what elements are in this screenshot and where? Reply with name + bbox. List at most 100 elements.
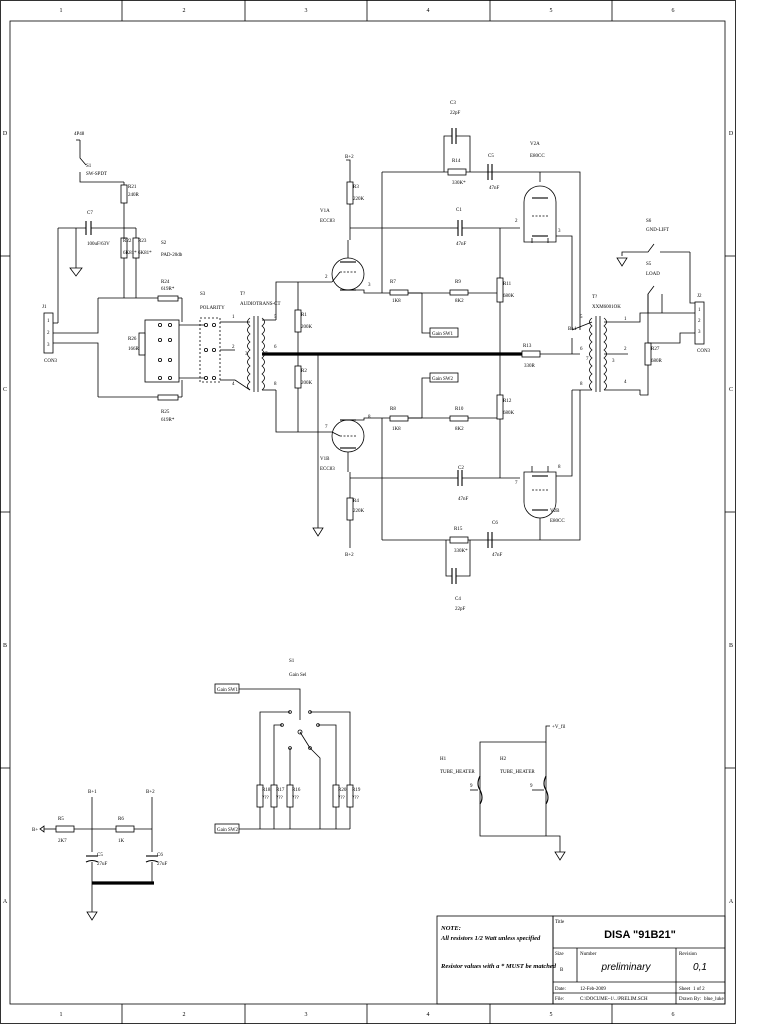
s2-value: PAD-20db — [161, 253, 183, 258]
c7-ref: C7 — [87, 211, 93, 216]
j1-pin-2: 2 — [47, 331, 50, 336]
c6-value: 47nF — [492, 553, 503, 558]
r24-ref: R24 — [161, 280, 170, 285]
c3-value: 22pF — [450, 111, 461, 116]
tb-date-label: Date: — [555, 987, 566, 992]
r2-ref: R2 — [301, 369, 307, 374]
s5-ref: S5 — [646, 262, 652, 267]
r8-body — [389, 415, 409, 422]
r1-ref: R1 — [301, 313, 307, 318]
t2-pin-5: 5 — [580, 315, 583, 320]
r16-ref: R16 — [292, 788, 301, 793]
r17-ref: R17 — [276, 788, 285, 793]
v1a-ref: V1A — [320, 209, 330, 214]
zone-right-D: D — [729, 131, 734, 137]
r13-value: 330R — [524, 364, 536, 369]
c5b-ref: C5 — [97, 853, 103, 858]
tb-drawn: blue_luke — [704, 997, 724, 1002]
j2-pin-3: 3 — [698, 330, 701, 335]
t1-pin-4: 4 — [232, 382, 235, 387]
r12-value: 680K — [503, 411, 515, 416]
v2b-pin-8: 8 — [558, 465, 561, 470]
p48-label: 4P48 — [74, 132, 85, 137]
r9-value: 8K2 — [455, 299, 464, 304]
r26-ref: R26 — [128, 337, 137, 342]
r26-value: 166R — [128, 347, 140, 352]
input-section: 4P48 S1 SW-SPDT R21 240R C7 100uF/63V R2… — [42, 132, 235, 423]
r26-body — [138, 332, 146, 356]
v2b-pin-7: 7 — [515, 481, 518, 486]
t1-ref: T? — [240, 292, 246, 297]
bplus2-top-label: B+2 — [345, 155, 354, 160]
j2-connector — [694, 301, 705, 345]
j2-value: CON3 — [697, 349, 711, 354]
h2-value: TUBE_HEATER — [500, 770, 535, 775]
r8-value: 1K8 — [392, 427, 401, 432]
tube-v1b: 7 8 V1B ECC83 R4 220K B+2 C2 47nF — [320, 415, 520, 558]
r6-body — [115, 825, 135, 833]
tb-title-label: Title — [555, 920, 565, 925]
r24-body — [157, 295, 179, 302]
v2a-pin-3: 3 — [558, 229, 561, 234]
t1-pin-5: 5 — [274, 315, 277, 320]
r22-ref: R22 — [123, 239, 132, 244]
c6-ref: C6 — [492, 521, 498, 526]
r17-value: ??? — [276, 796, 283, 801]
h1-pin-9: 9 — [470, 784, 473, 789]
t1-pin-1: 1 — [232, 315, 235, 320]
v2b-value: E80CC — [550, 519, 565, 524]
c2-value: 47nF — [458, 497, 469, 502]
gain-selector: S1 Gain Sel Gain SW1 Gain SW2 R18 ??? R1… — [214, 659, 361, 834]
r2-value: 200K — [301, 381, 313, 386]
j1-ref: J1 — [42, 305, 47, 310]
note-heading: NOTE: — [440, 925, 461, 932]
tb-file-label: File: — [555, 997, 564, 1002]
j1-pin-1: 1 — [47, 319, 50, 324]
note-line-2: Resistor values with a * MUST be matched — [440, 963, 557, 970]
r15-value: 330K* — [454, 549, 468, 554]
v1b-pin-7: 7 — [325, 425, 328, 430]
r15-ref: R15 — [454, 527, 463, 532]
v2b-ref: V2B — [550, 509, 560, 514]
r16-value: ??? — [292, 796, 299, 801]
zone-bottom-2: 2 — [183, 1012, 186, 1018]
r9-ref: R9 — [455, 280, 461, 285]
r11-ref: R11 — [503, 282, 512, 287]
v2a-ref: V2A — [530, 142, 540, 147]
r6-value: 1K — [118, 839, 125, 844]
t2-pin-1: 1 — [624, 317, 627, 322]
tb-drawn-label: Drawn By: — [679, 997, 701, 1002]
v1b-value: ECC83 — [320, 467, 335, 472]
h2-ref: H2 — [500, 757, 507, 762]
s3-value: POLARITY — [200, 306, 225, 311]
zone-left-A: A — [3, 899, 8, 905]
r5-ref: R5 — [58, 817, 64, 822]
bplus2-bot-label: B+2 — [345, 553, 354, 558]
r25-body — [157, 394, 179, 401]
c6b-value: 27uF — [157, 862, 168, 867]
h2-pin-9: 9 — [530, 784, 533, 789]
c7-value: 100uF/63V — [87, 242, 110, 247]
r6-ref: R6 — [118, 817, 124, 822]
s6-ref: S6 — [646, 219, 652, 224]
c3-ref: C3 — [450, 101, 456, 106]
j1-pin-3: 3 — [47, 343, 50, 348]
r7-value: 1K8 — [392, 299, 401, 304]
j2-pin-2: 2 — [698, 319, 701, 324]
tube-v1a: V1A ECC83 2 3 B+2 R3 220K C1 47nF — [320, 155, 520, 294]
r4-value: 220K — [353, 509, 365, 514]
r21-value: 240R — [128, 193, 140, 198]
r4-ref: R4 — [353, 499, 359, 504]
s2-ref: S2 — [161, 241, 167, 246]
gain-sw2-s1-label: Gain SW2 — [217, 828, 238, 833]
v2a-value: E80CC — [530, 154, 545, 159]
s6-value: GND-LIFT — [646, 228, 669, 233]
h1-value: TUBE_HEATER — [440, 770, 475, 775]
r5-body — [55, 825, 75, 833]
t1-pin-3: 3 — [245, 352, 248, 357]
t2-pin-6: 6 — [580, 347, 583, 352]
j2-ref: J2 — [697, 294, 702, 299]
r19-ref: R19 — [352, 788, 361, 793]
r3-ref: R3 — [353, 185, 359, 190]
gain-sw1-s1-port — [214, 683, 240, 694]
